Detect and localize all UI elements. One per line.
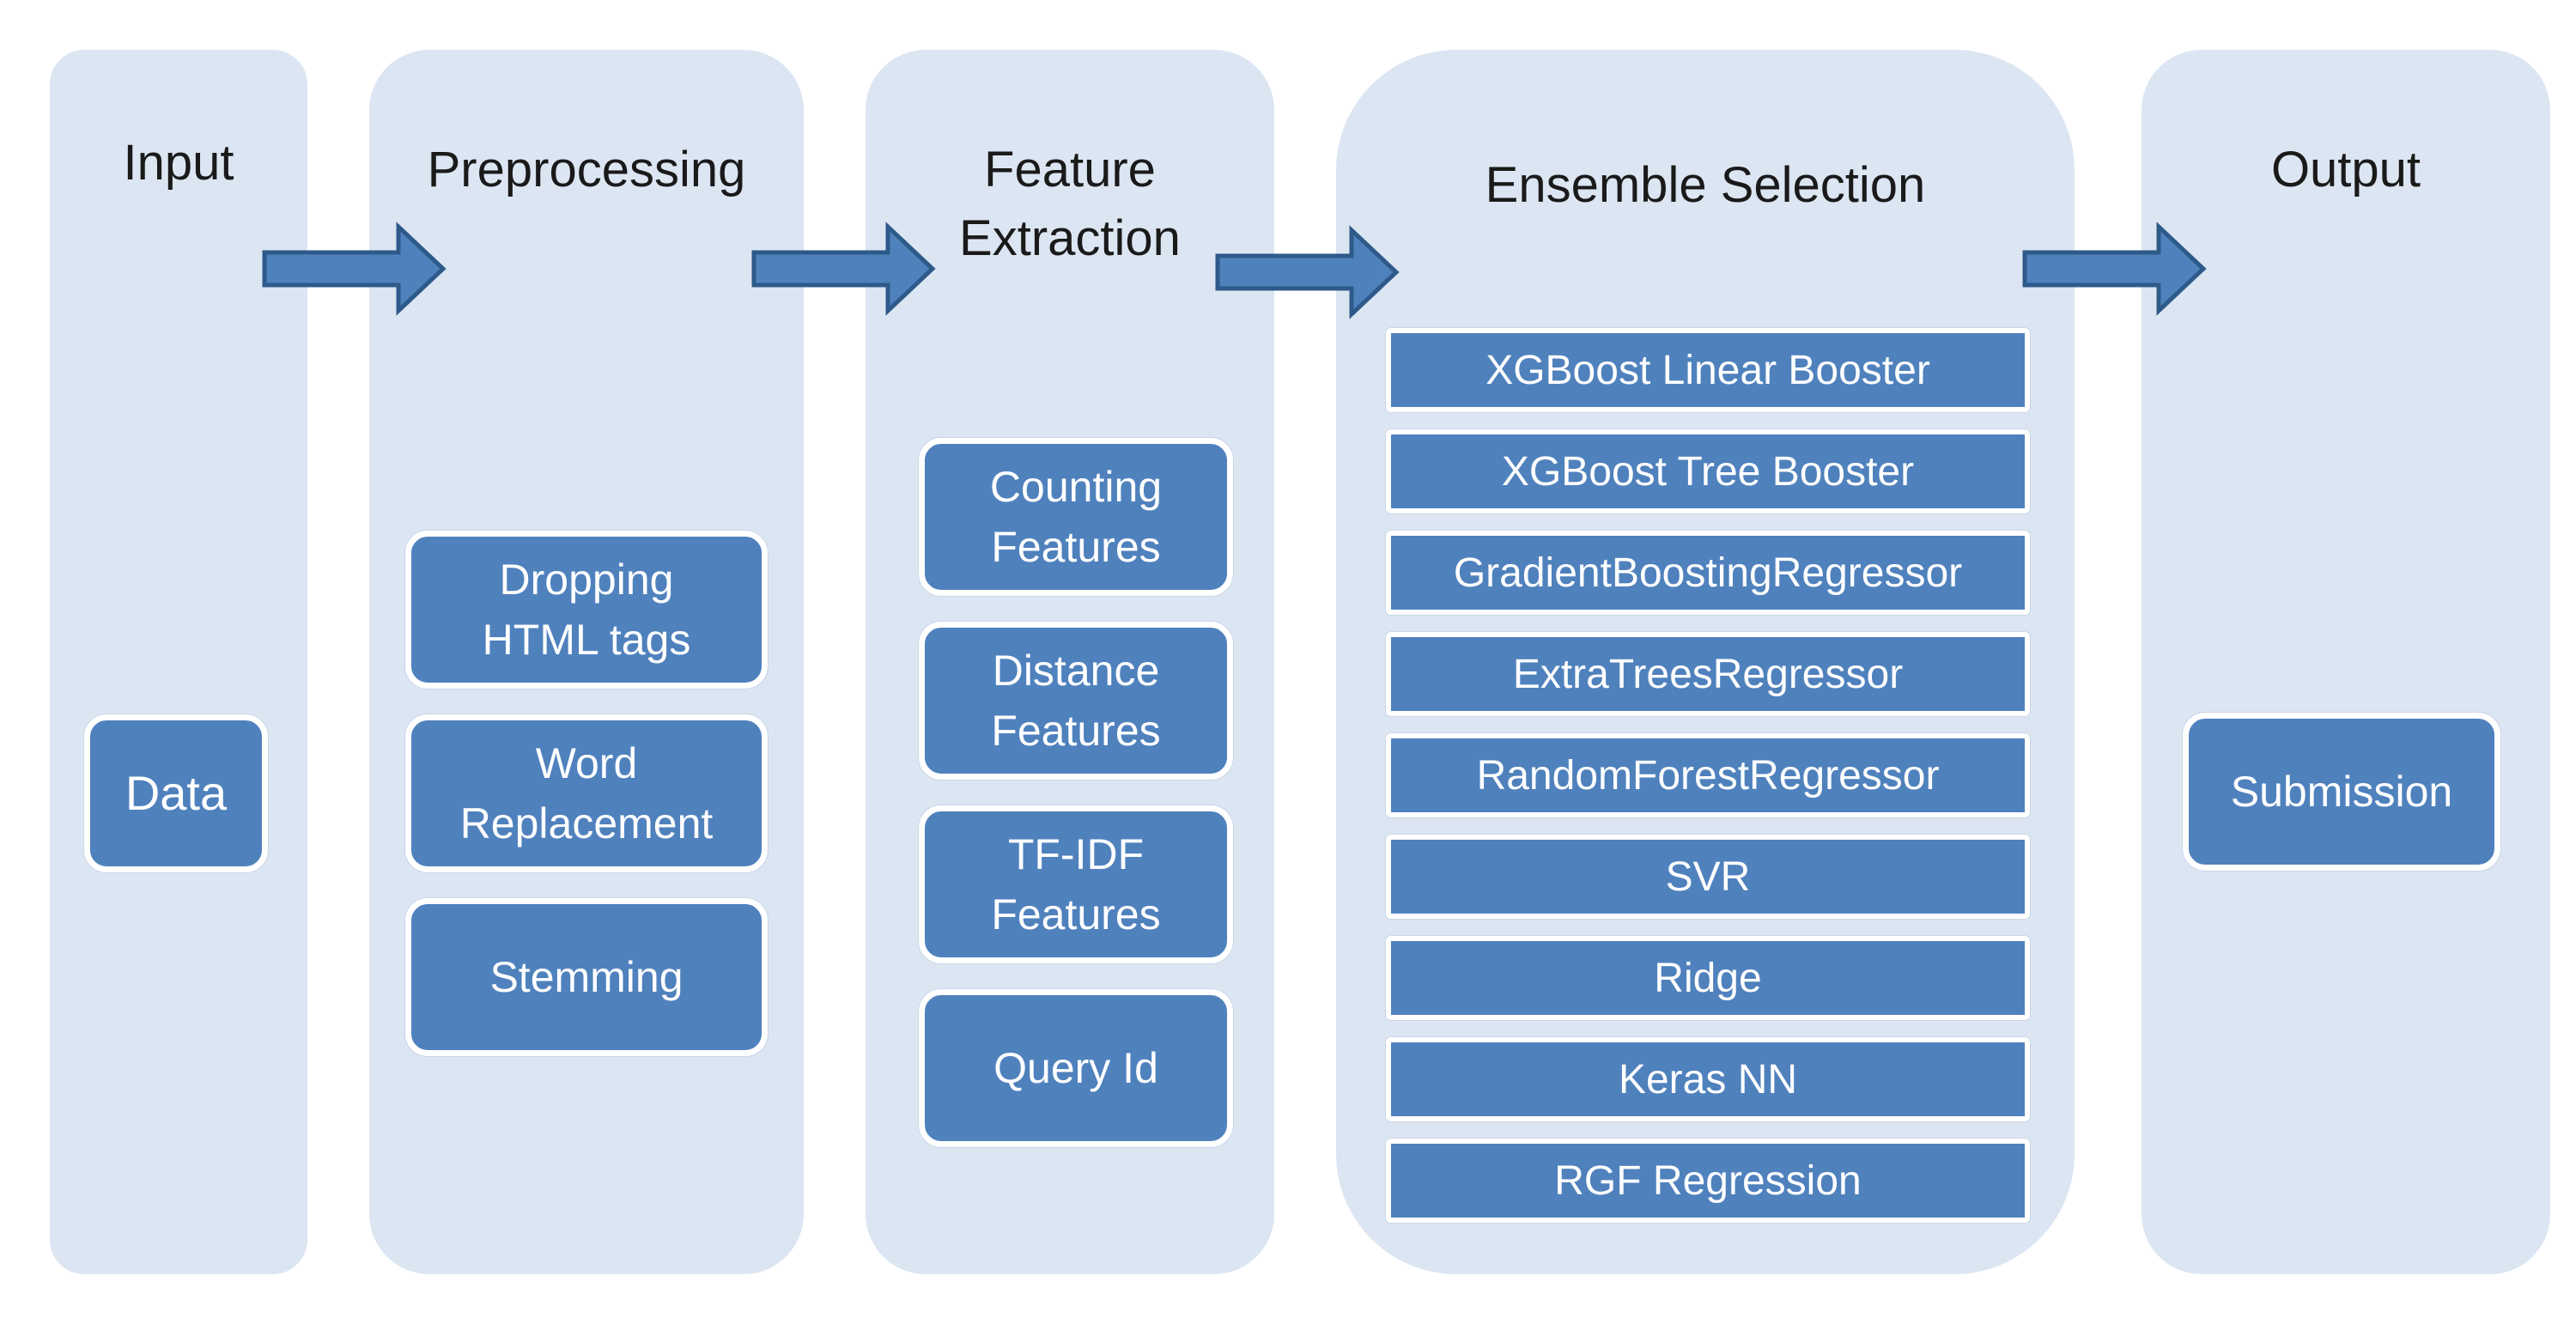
node-stemming: Stemming [405, 898, 768, 1056]
model-random-forest-regressor: RandomForestRegressor [1386, 733, 2030, 817]
right-arrow-icon [2022, 222, 2207, 316]
model-keras-nn: Keras NN [1386, 1037, 2030, 1121]
node-distance-features: Distance Features [919, 622, 1233, 780]
node-word-replacement: Word Replacement [405, 714, 768, 872]
lane-title-output: Output [2270, 142, 2421, 197]
model-gradient-boosting-regressor: GradientBoostingRegressor [1386, 531, 2030, 615]
right-arrow-icon [1215, 225, 1400, 319]
model-svr: SVR [1386, 835, 2030, 919]
model-rgf-regression: RGF Regression [1386, 1139, 2030, 1223]
lane-title-ensemble-selection: Ensemble Selection [1485, 157, 1926, 213]
right-arrow-icon [262, 222, 447, 316]
lane-title-feature-extraction: Feature Extraction [959, 142, 1181, 266]
lane-title-preprocessing: Preprocessing [427, 142, 746, 197]
model-ridge: Ridge [1386, 936, 2030, 1020]
model-xgboost-tree-booster: XGBoost Tree Booster [1386, 429, 2030, 513]
node-counting-features: Counting Features [919, 438, 1233, 596]
node-submission: Submission [2183, 713, 2500, 871]
node-tfidf-features: TF-IDF Features [919, 805, 1233, 963]
node-data: Data [84, 714, 268, 872]
lane-output: Output [2142, 50, 2550, 1274]
lane-title-input: Input [123, 135, 234, 191]
right-arrow-icon [751, 222, 936, 316]
node-query-id: Query Id [919, 989, 1233, 1147]
model-xgboost-linear-booster: XGBoost Linear Booster [1386, 328, 2030, 412]
node-dropping-html-tags: Dropping HTML tags [405, 531, 768, 689]
model-extra-trees-regressor: ExtraTreesRegressor [1386, 632, 2030, 716]
